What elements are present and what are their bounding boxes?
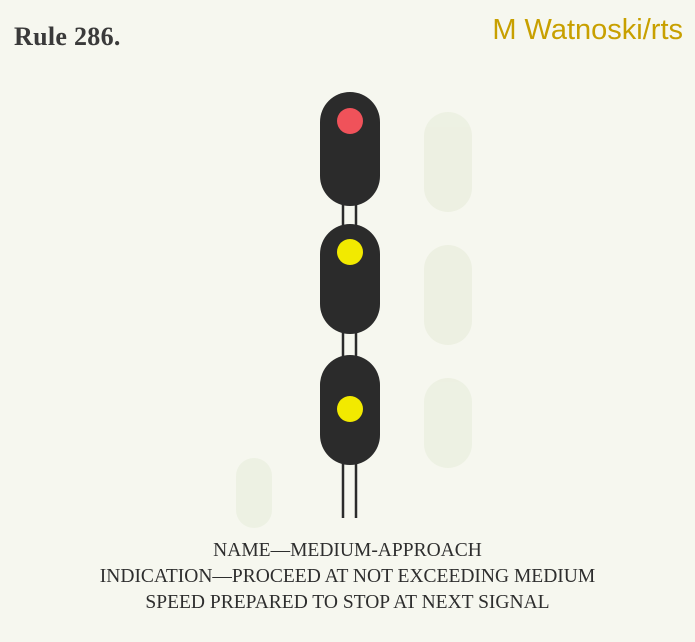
signal-light-middle — [337, 239, 363, 265]
rule-title: Rule 286. — [14, 22, 121, 51]
signal-head-top — [320, 92, 380, 206]
caption-name-line: NAME—MEDIUM-APPROACH — [213, 540, 482, 561]
signal-head-bottom — [320, 355, 380, 465]
signal-head-middle — [320, 224, 380, 334]
credit-text: M Watnoski/rts — [492, 14, 683, 46]
caption-indication-line: INDICATION—PROCEED AT NOT EXCEEDING MEDI… — [99, 566, 596, 587]
signal-light-bottom — [337, 396, 363, 422]
ghost-signal-shadow — [236, 112, 472, 528]
rule-caption: NAME—MEDIUM-APPROACH INDICATION—PROCEED … — [0, 538, 695, 616]
caption-indication-continued: SPEED PREPARED TO STOP AT NEXT SIGNAL — [145, 592, 550, 613]
signal-light-top — [337, 108, 363, 134]
signal-diagram — [236, 92, 472, 528]
